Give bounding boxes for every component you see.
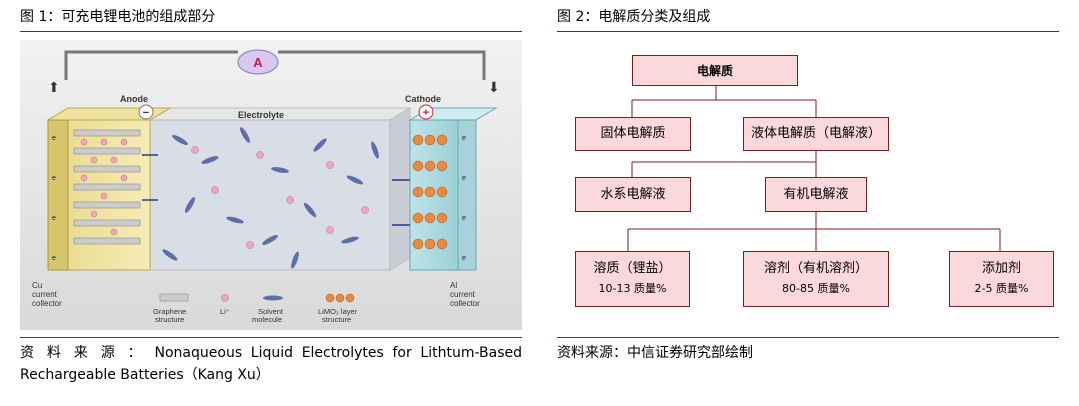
electrolyte-li-ions	[191, 146, 369, 249]
graphene-legend-icon	[159, 293, 189, 302]
ammeter-icon	[237, 49, 279, 75]
anode-sign: −	[143, 107, 149, 119]
liquid-electrolyte-node: 液体电解质（电解液）	[743, 117, 889, 151]
svg-text:collector: collector	[450, 299, 480, 308]
cathode-sign: +	[423, 107, 429, 119]
svg-text:e: e	[52, 215, 56, 222]
fig1-title: 图 1：可充电锂电池的组成部分	[20, 9, 216, 25]
solute-node: 溶质（锂盐） 10-13 质量%	[575, 251, 690, 307]
fig1-source: 资 料 来 源 ： Nonaqueous Liquid Electrolytes…	[20, 345, 522, 383]
fig2-title-rule	[557, 31, 1059, 32]
electrolyte-box	[149, 119, 391, 271]
fig2-source: 资料来源：中信证券研究部绘制	[557, 345, 753, 361]
solvent-node: 溶剂（有机溶剂） 80-85 质量%	[743, 251, 889, 307]
svg-text:e: e	[52, 255, 56, 262]
electrolyte-root-node: 电解质	[632, 55, 798, 86]
limo2-layers	[412, 134, 448, 250]
electron-markers: e e e e e e e e	[52, 135, 466, 262]
ion-flow-arrows	[142, 154, 410, 226]
anode-sign-circle	[138, 104, 154, 120]
svg-text:e: e	[462, 255, 466, 262]
aqueous-electrolyte-label: 水系电解液	[600, 186, 666, 202]
svg-text:collector: collector	[32, 299, 62, 308]
solvent-legend-icon	[263, 295, 283, 301]
cu-collector	[47, 119, 69, 271]
solid-electrolyte-label: 固体电解质	[600, 126, 666, 141]
electrolyte-label: Electrolyte	[238, 110, 284, 120]
circuit-wire-right	[278, 50, 486, 80]
fig1-title-rule	[20, 31, 522, 32]
svg-text:current: current	[32, 290, 58, 299]
additive-label: 添加剂	[981, 261, 1021, 276]
circuit-wire-left	[64, 50, 238, 80]
cu-collector-label: Cu current collector	[32, 281, 62, 308]
limo2-legend-icon	[325, 293, 355, 303]
liquid-electrolyte-label: 液体电解质（电解液）	[750, 126, 881, 141]
graphene-layers	[73, 129, 141, 245]
svg-text:Al: Al	[450, 281, 457, 290]
up-arrow-icon: ⬆	[48, 79, 60, 95]
fig2-source-rule	[557, 337, 1059, 338]
cathode-label: Cathode	[405, 94, 441, 104]
svg-text:e: e	[462, 175, 466, 182]
solute-label: 溶质（锂盐）	[593, 261, 672, 276]
ammeter-label: A	[253, 55, 263, 70]
fig2-title: 图 2：电解质分类及组成	[557, 9, 711, 25]
additive-share: 2-5 质量%	[974, 282, 1029, 295]
al-collector-label: Al current collector	[450, 281, 480, 308]
al-collector	[457, 119, 477, 271]
electrolyte-root-label: 电解质	[696, 63, 733, 78]
li-legend-icon	[221, 294, 229, 302]
solute-share: 10-13 质量%	[598, 282, 667, 295]
svg-text:e: e	[52, 135, 56, 142]
aqueous-electrolyte-node: 水系电解液	[575, 177, 691, 212]
svg-text:current: current	[450, 290, 476, 299]
solvent-share: 80-85 质量%	[782, 282, 850, 295]
fig1-source-rule	[20, 337, 522, 338]
svg-text:e: e	[52, 175, 56, 182]
additive-node: 添加剂 2-5 质量%	[949, 251, 1054, 307]
cathode-sign-circle	[418, 104, 434, 120]
organic-electrolyte-node: 有机电解液	[765, 177, 867, 212]
down-arrow-icon: ⬇	[488, 79, 500, 95]
anode-label: Anode	[120, 94, 148, 104]
solvent-label: 溶剂（有机溶剂）	[763, 261, 868, 276]
svg-text:Cu: Cu	[32, 281, 42, 290]
svg-text:e: e	[462, 135, 466, 142]
organic-electrolyte-label: 有机电解液	[783, 186, 849, 202]
solid-electrolyte-node: 固体电解质	[575, 117, 691, 151]
battery-illustration: A ⬆ ⬇ Electrolyte Anode − Cath	[20, 40, 522, 330]
li-legend-label: Li⁺	[220, 307, 230, 316]
solvent-molecules	[162, 127, 379, 269]
anode-li-ions	[80, 138, 128, 236]
svg-text:e: e	[462, 215, 466, 222]
